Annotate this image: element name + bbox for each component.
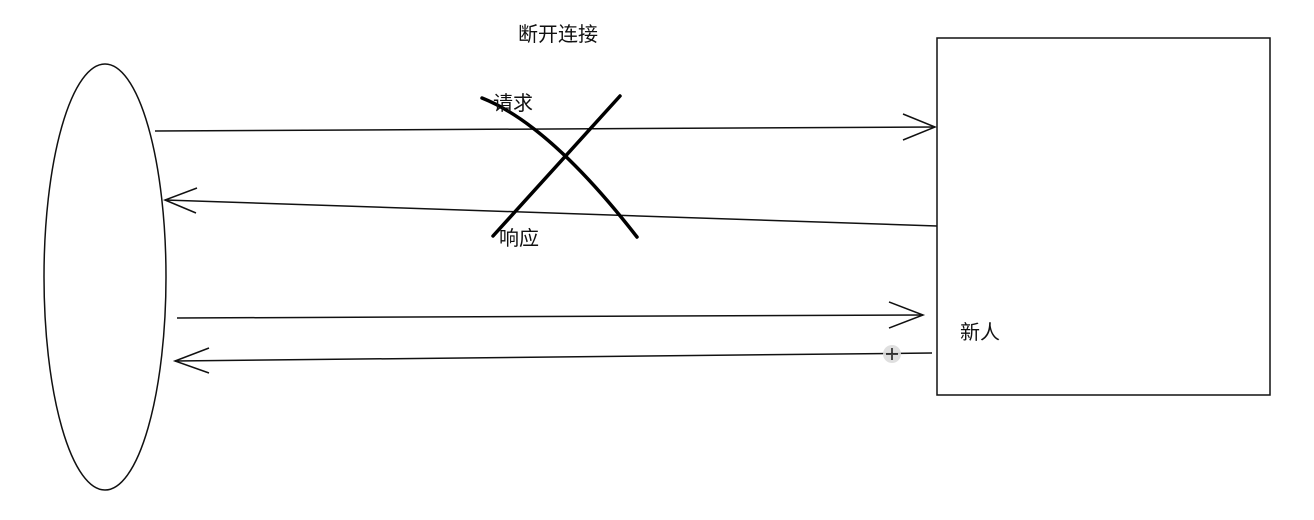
- new-person-label: 新人: [960, 320, 1000, 344]
- request-label: 请求: [493, 91, 533, 115]
- response-label: 响应: [499, 226, 539, 250]
- request-arrow: [154, 113, 937, 141]
- second-request-arrow: [176, 301, 926, 329]
- second-response-arrow: [172, 347, 933, 374]
- disconnect-cross: [480, 94, 639, 239]
- disconnect-title: 断开连接: [518, 22, 598, 46]
- move-cursor-icon: [883, 345, 901, 363]
- server-rectangle: [936, 37, 1271, 396]
- client-ellipse: [43, 63, 167, 491]
- response-arrow: [162, 187, 938, 227]
